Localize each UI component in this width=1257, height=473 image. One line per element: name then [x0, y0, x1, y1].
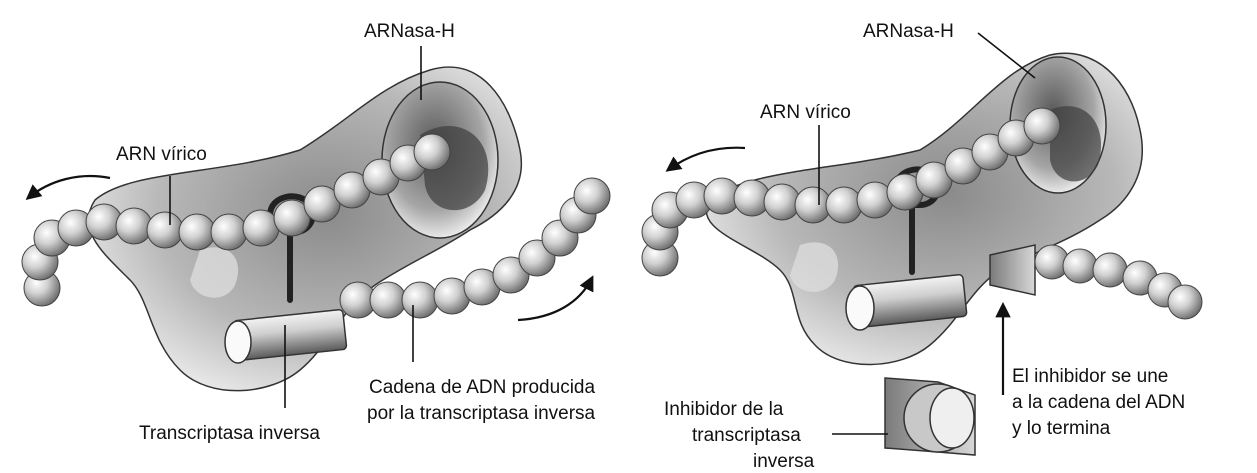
left-rna-arrow [28, 176, 110, 198]
left-dna-label-line1: Cadena de ADN producida [369, 377, 595, 398]
right-panel: ARNasa-H ARN vírico Inhibidor de la tran… [642, 21, 1202, 472]
right-rnase-h-label: ARNasa-H [863, 21, 954, 42]
left-dna-label-line2: por la transcriptasa inversa [367, 403, 596, 424]
left-rnase-h-label: ARNasa-H [364, 21, 455, 42]
free-inhibitor-icon [885, 378, 975, 455]
binding-note-line1: El inhibidor se une [1012, 366, 1168, 387]
inhibitor-label-line3: inversa [753, 451, 815, 472]
right-rna-arrow [668, 148, 745, 170]
right-viral-rna-label: ARN vírico [760, 102, 851, 123]
right-rnase-leader [978, 33, 1035, 78]
binding-note-line3: y lo termina [1012, 418, 1111, 439]
inhibitor-label-line2: transcriptasa [692, 425, 801, 446]
binding-note-line2: a la cadena del ADN [1012, 392, 1185, 413]
left-viral-rna-label: ARN vírico [116, 144, 207, 165]
left-rt-label: Transcriptasa inversa [139, 423, 320, 444]
left-panel: ARNasa-H ARN vírico Transcriptasa invers… [22, 21, 610, 444]
right-dna-chain [1035, 245, 1202, 319]
inhibitor-label-line1: Inhibidor de la [664, 399, 784, 420]
left-dna-arrow [518, 278, 592, 320]
